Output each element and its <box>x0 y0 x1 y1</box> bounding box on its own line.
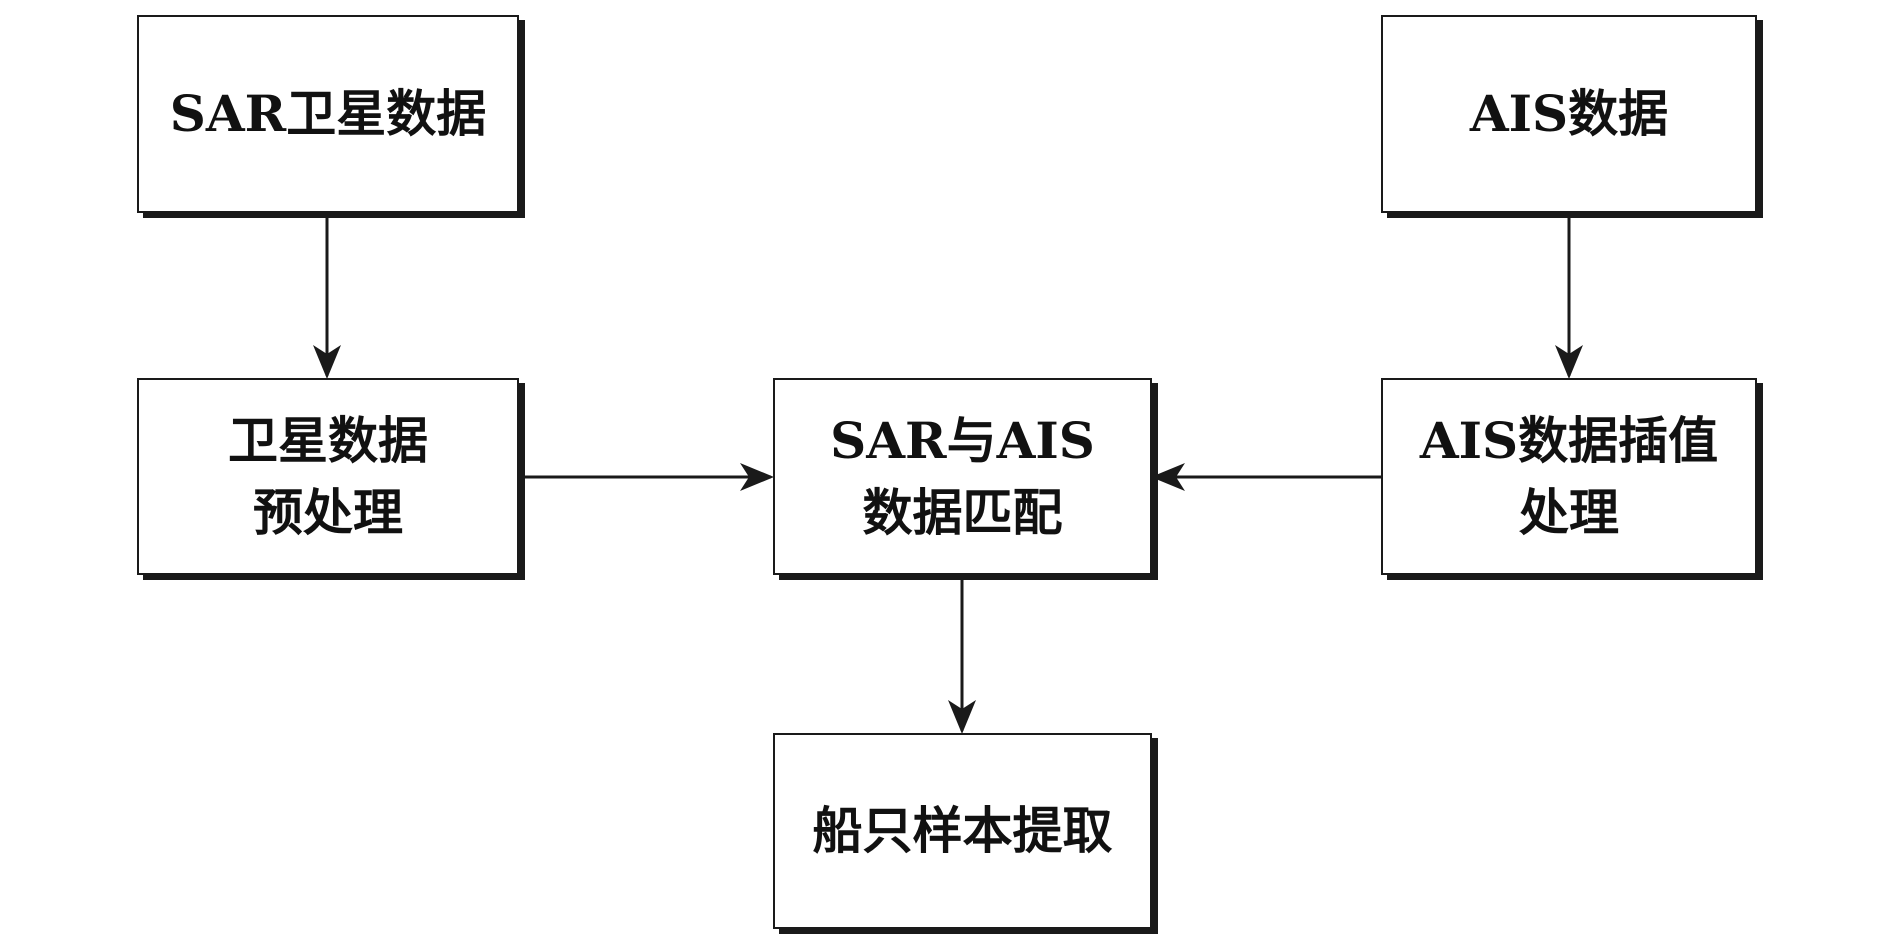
node-label-line-1: SAR与AIS <box>830 410 1095 470</box>
node-label: 船只样本提取 <box>812 801 1113 860</box>
node-label: SAR卫星数据 <box>169 84 487 143</box>
node-label-line-1: AIS数据插值 <box>1419 410 1719 470</box>
node-ais-data: AIS数据 <box>1381 15 1757 213</box>
node-ais-interpolation: AIS数据插值 处理 <box>1381 378 1757 575</box>
node-sar-satellite-data: SAR卫星数据 <box>137 15 519 213</box>
node-label-line-2: 处理 <box>1518 482 1619 542</box>
node-label-line-1: 卫星数据 <box>228 410 428 470</box>
node-satellite-preprocessing: 卫星数据 预处理 <box>137 378 519 575</box>
node-sar-ais-matching: SAR与AIS 数据匹配 <box>773 378 1152 575</box>
node-ship-sample-extraction: 船只样本提取 <box>773 733 1152 929</box>
node-label-line-2: 预处理 <box>253 482 403 542</box>
node-label: AIS数据 <box>1469 84 1669 143</box>
node-label-line-2: 数据匹配 <box>862 482 1063 542</box>
